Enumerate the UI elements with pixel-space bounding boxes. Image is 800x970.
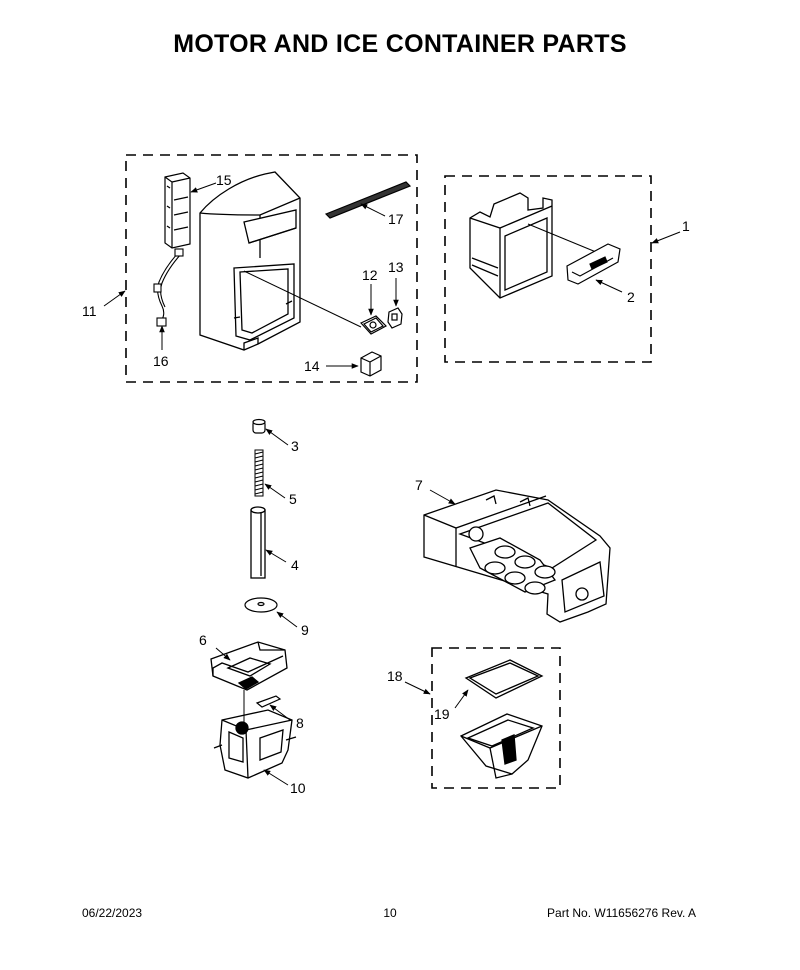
assembly-18-boundary (431, 647, 561, 789)
callout-12: 12 (362, 267, 378, 283)
callout-5: 5 (289, 491, 297, 507)
part-17-gasket-strip (324, 181, 412, 219)
part-12-module (360, 315, 387, 335)
part-5-spring (254, 449, 264, 497)
callout-15: 15 (216, 172, 232, 188)
footer-date: 06/22/2023 (82, 906, 143, 920)
callout-9: 9 (301, 622, 309, 638)
callout-13: 13 (388, 259, 404, 275)
part-8-clip (255, 695, 282, 708)
housing-to-12-leader (243, 270, 362, 328)
callout-leaders (103, 182, 681, 786)
dispenser-cup (459, 713, 543, 779)
callout-2: 2 (627, 289, 635, 305)
part-15-panel (164, 172, 191, 249)
part-10-motor (213, 709, 297, 779)
bucket-to-2-leader (527, 223, 597, 253)
callout-18: 18 (387, 668, 403, 684)
callout-14: 14 (304, 358, 320, 374)
callout-1: 1 (682, 218, 690, 234)
part-16-wire-harness (153, 248, 184, 327)
callout-3: 3 (291, 438, 299, 454)
page-title: MOTOR AND ICE CONTAINER PARTS (173, 30, 627, 58)
callout-19: 19 (434, 706, 450, 722)
callout-17: 17 (388, 211, 404, 227)
callout-16: 16 (153, 353, 169, 369)
callout-8: 8 (296, 715, 304, 731)
callout-11: 11 (82, 303, 97, 319)
part-13-connector (387, 307, 403, 329)
part-9-washer (244, 597, 278, 613)
part-2-tray (566, 243, 621, 285)
ice-bucket (469, 192, 553, 299)
part-6-bracket (210, 641, 288, 691)
footer-page-number: 10 (383, 906, 397, 920)
assembly-11-boundary (125, 154, 418, 383)
part-4-shaft (250, 506, 266, 579)
callout-6: 6 (199, 632, 207, 648)
callout-7: 7 (415, 477, 423, 493)
footer-part-number: Part No. W11656276 Rev. A (547, 906, 696, 920)
part-7-ice-maker (423, 489, 611, 623)
callout-10: 10 (290, 780, 306, 796)
part-19-gasket (464, 659, 544, 699)
part-14-sensor (360, 351, 382, 377)
callout-4: 4 (291, 557, 299, 573)
part-3-coupler (252, 418, 266, 434)
ice-bucket-housing (199, 171, 301, 351)
assembly-1-boundary (444, 175, 652, 363)
